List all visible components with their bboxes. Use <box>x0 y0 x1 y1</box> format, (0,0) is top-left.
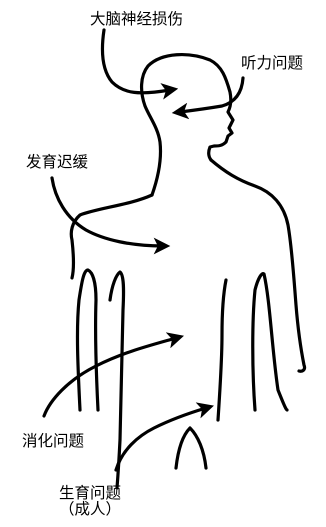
digestive-problems-label: 消化问题 <box>22 432 85 450</box>
hearing-problems-label: 听力问题 <box>241 54 304 72</box>
right-torso-outline <box>216 278 228 422</box>
development-arrow <box>50 176 171 255</box>
reproductive-problems-line2: （成人） <box>58 499 121 518</box>
reproductive-problems-label: 生育问题 （成人） <box>44 484 136 518</box>
head-outline <box>140 53 235 197</box>
shoulder-right-outline <box>209 158 307 373</box>
reproductive-problems-line1: 生育问题 <box>58 484 121 502</box>
brain-damage-label: 大脑神经损伤 <box>90 10 184 28</box>
crotch-outline <box>174 426 208 470</box>
developmental-delay-label: 发育迟缓 <box>26 153 89 171</box>
neck-left-outline <box>69 193 154 280</box>
left-torso-outline <box>108 270 126 490</box>
digestion-arrow <box>42 332 184 418</box>
brain-arrow <box>100 28 179 100</box>
right-arm-outline <box>251 272 289 412</box>
hearing-arrow <box>171 76 245 120</box>
reproduction-arrow <box>114 402 214 472</box>
left-arm-outline <box>75 268 100 412</box>
